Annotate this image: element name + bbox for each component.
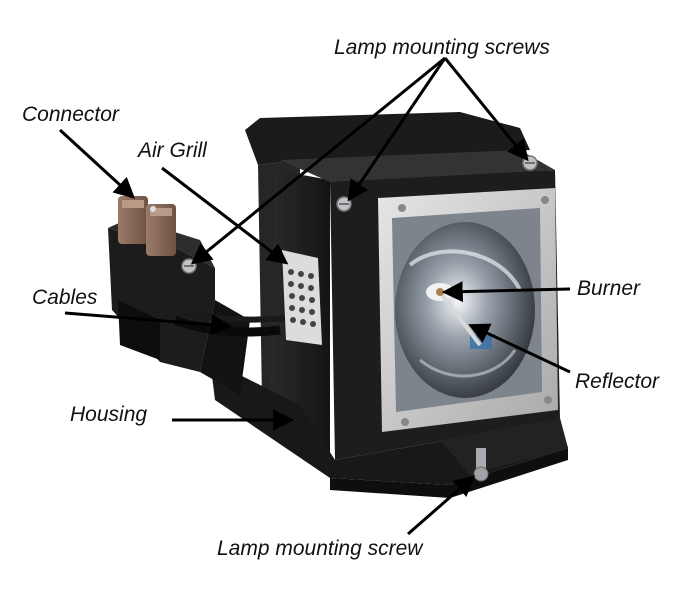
label-reflector: Reflector <box>575 370 660 393</box>
label-burner: Burner <box>577 277 641 300</box>
connector <box>118 196 176 256</box>
air-grill <box>282 250 322 345</box>
mounting-screws <box>181 155 538 482</box>
label-lamp-mounting-screws: Lamp mounting screws <box>334 36 550 59</box>
label-lamp-mounting-screw: Lamp mounting screw <box>217 537 423 560</box>
arrow-screw-right <box>443 57 529 162</box>
label-housing: Housing <box>70 403 148 426</box>
arrow-lamp-screw <box>407 475 476 536</box>
arrow-cables <box>64 311 233 336</box>
label-air-grill: Air Grill <box>138 139 207 162</box>
arrow-reflector <box>468 323 571 374</box>
label-cables: Cables <box>32 286 98 309</box>
arrow-screw-middle <box>347 57 447 202</box>
reflector <box>395 222 535 398</box>
arrow-screw-left <box>190 56 446 265</box>
callout-arrows <box>58 56 571 536</box>
arrow-air-grill <box>161 166 289 265</box>
arrow-burner <box>441 281 571 303</box>
arrow-connector <box>58 128 136 199</box>
label-connector: Connector <box>22 103 119 126</box>
connector-arm <box>108 218 250 395</box>
